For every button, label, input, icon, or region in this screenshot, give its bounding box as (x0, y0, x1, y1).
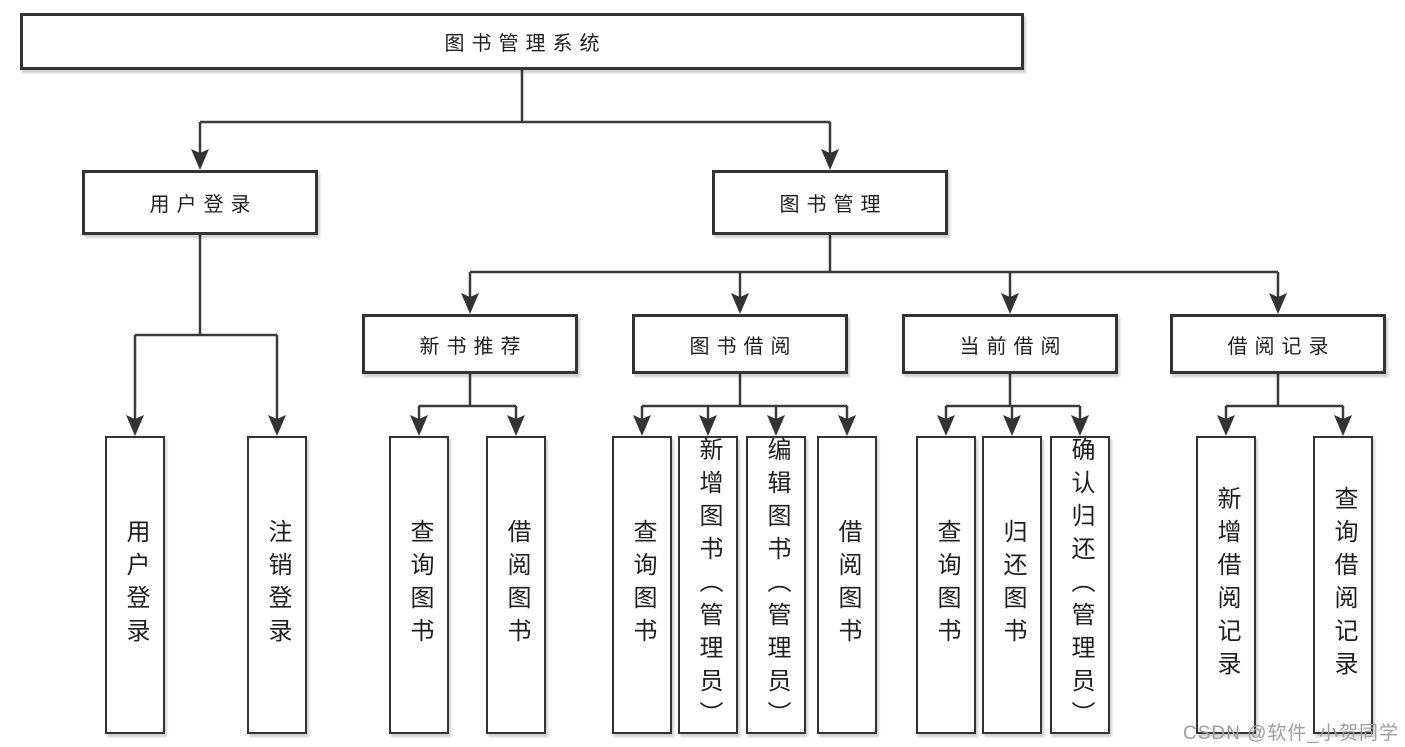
leaf-borrow-add: 新增图书（管理员） (678, 436, 738, 734)
connector-borrow (640, 374, 849, 430)
node-current-borrow: 当前借阅 (902, 314, 1118, 374)
leaf-current-query-label: 查询图书 (933, 519, 960, 651)
csdn-watermark: CSDN @软件_小贺同学 (1183, 723, 1399, 744)
node-borrow-record: 借阅记录 (1170, 314, 1386, 374)
node-book-borrow-label: 图书借阅 (689, 335, 798, 358)
node-user-login: 用户登录 (82, 170, 318, 235)
leaf-newbook-borrow: 借阅图书 (486, 436, 546, 734)
leaf-record-query: 查询借阅记录 (1313, 436, 1373, 734)
leaf-user-login: 用户登录 (105, 436, 165, 734)
connector-user-login (133, 235, 279, 430)
node-root-label: 图书管理系统 (444, 33, 607, 55)
leaf-borrow-query-label: 查询图书 (629, 519, 656, 651)
leaf-record-query-label: 查询借阅记录 (1330, 486, 1357, 684)
leaf-logout-label: 注销登录 (264, 519, 291, 651)
leaf-current-return: 归还图书 (982, 436, 1042, 734)
leaf-borrow-borrow-label: 借阅图书 (834, 519, 861, 651)
node-user-login-label: 用户登录 (149, 194, 258, 216)
leaf-record-add-label: 新增借阅记录 (1213, 486, 1240, 684)
leaf-newbook-query-label: 查询图书 (406, 519, 433, 651)
node-book-mgmt: 图书管理 (712, 170, 948, 235)
leaf-current-confirm: 确认归还（管理员） (1050, 436, 1110, 734)
connector-record (1224, 374, 1345, 430)
node-book-mgmt-label: 图书管理 (779, 194, 888, 216)
node-root: 图书管理系统 (20, 13, 1024, 70)
connector-current (944, 374, 1082, 430)
leaf-current-return-label: 归还图书 (999, 519, 1026, 651)
leaf-current-confirm-label: 确认归还（管理员） (1067, 436, 1094, 734)
node-current-borrow-label: 当前借阅 (959, 335, 1068, 358)
connector-book-mgmt (468, 235, 1280, 310)
leaf-borrow-borrow: 借阅图书 (817, 436, 877, 734)
arrowheads (126, 149, 1352, 436)
leaf-borrow-query: 查询图书 (612, 436, 672, 734)
leaf-current-query: 查询图书 (916, 436, 976, 734)
leaf-borrow-edit: 编辑图书（管理员） (746, 436, 806, 734)
leaf-borrow-add-label: 新增图书（管理员） (695, 436, 722, 734)
leaf-borrow-edit-label: 编辑图书（管理员） (763, 436, 790, 734)
connector-new-book (417, 374, 518, 430)
leaf-user-login-label: 用户登录 (122, 519, 149, 651)
leaf-newbook-borrow-label: 借阅图书 (503, 519, 530, 651)
leaf-logout: 注销登录 (247, 436, 307, 734)
leaf-record-add: 新增借阅记录 (1196, 436, 1256, 734)
node-new-book-rec-label: 新书推荐 (419, 335, 528, 358)
connector-root (198, 70, 832, 166)
node-new-book-rec: 新书推荐 (362, 314, 578, 374)
leaf-newbook-query: 查询图书 (389, 436, 449, 734)
node-borrow-record-label: 借阅记录 (1227, 335, 1336, 358)
node-book-borrow: 图书借阅 (632, 314, 848, 374)
